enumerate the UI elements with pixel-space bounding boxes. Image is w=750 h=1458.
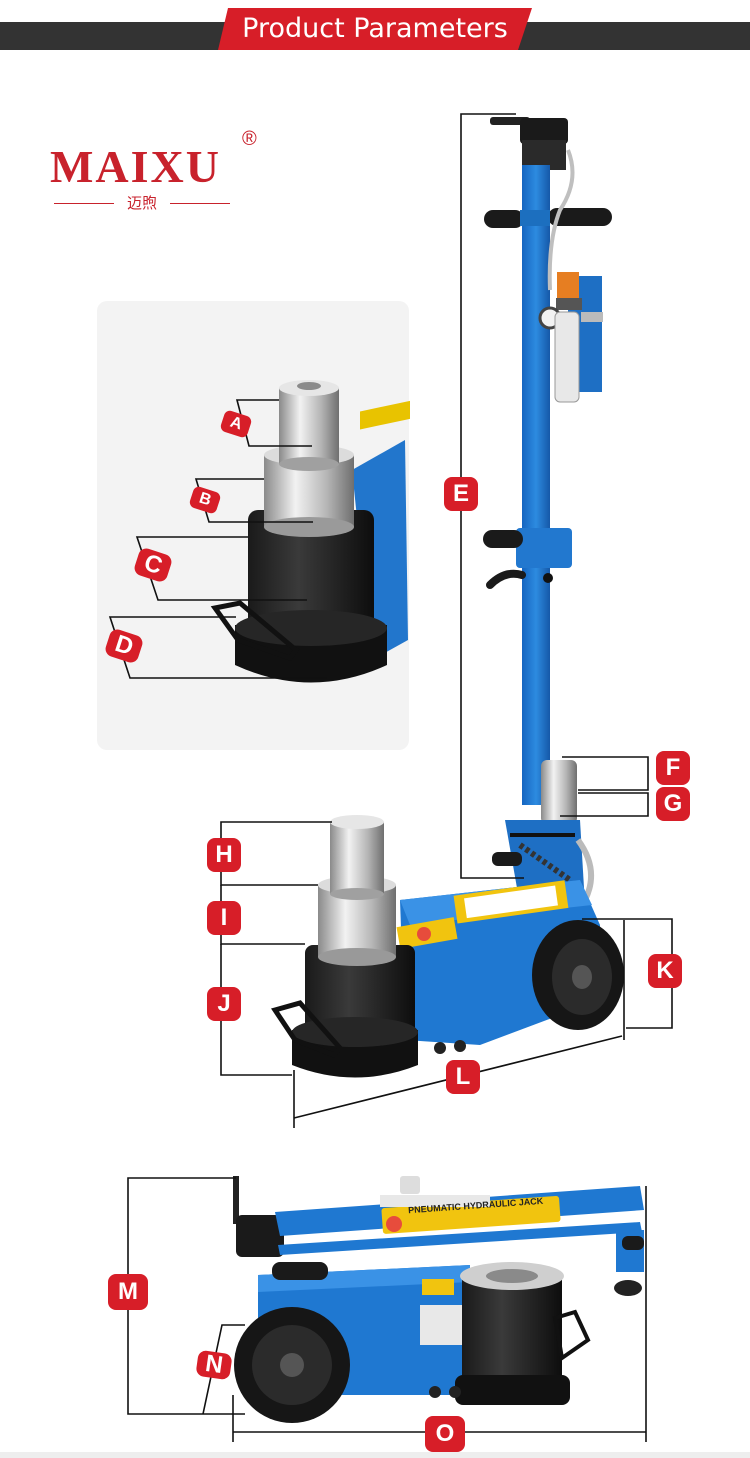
dimension-label-n: N	[195, 1349, 233, 1381]
page-title: Product Parameters	[242, 13, 508, 44]
dimension-label-g: G	[656, 787, 690, 821]
ram-closeup	[210, 380, 410, 683]
dimension-label-f: F	[656, 751, 690, 785]
logo-rule-right	[170, 203, 230, 204]
dimension-label-l: L	[446, 1060, 480, 1094]
dimension-label-i: I	[207, 901, 241, 935]
dimension-label-o: O	[425, 1416, 465, 1452]
bottom-divider	[0, 1452, 750, 1458]
dimension-label-m: M	[108, 1274, 148, 1310]
logo-rule-left	[54, 203, 114, 204]
dimension-label-j: J	[207, 987, 241, 1021]
dimension-label-h: H	[207, 838, 241, 872]
registered-mark: ®	[242, 128, 257, 150]
brand-chinese-name: 迈煦	[126, 195, 157, 212]
brand-logo: MAIXU	[50, 141, 221, 192]
header-banner: Product Parameters	[218, 8, 532, 50]
upright-jack	[271, 117, 624, 1078]
horizontal-jack	[233, 1176, 644, 1423]
dimension-label-e: E	[444, 477, 478, 511]
dimension-label-k: K	[648, 954, 682, 988]
